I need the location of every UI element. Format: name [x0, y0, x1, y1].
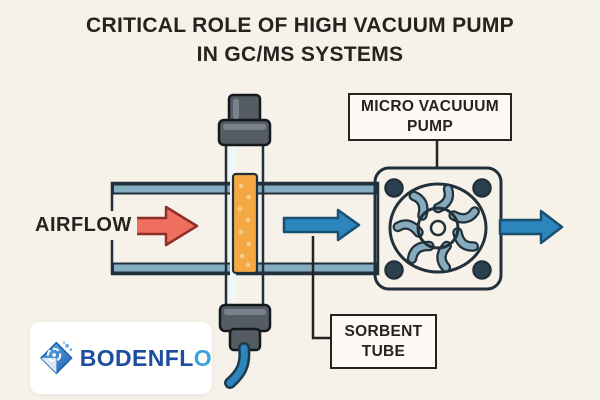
top-collar [217, 118, 272, 147]
blue-arrow-mid-icon [282, 208, 361, 242]
pump-callout-line-1: MICRO VACUUUM [361, 98, 499, 116]
fan-hub [416, 206, 460, 250]
fan-hub-center [429, 219, 447, 237]
sorbent-tube-callout: SORBENT TUBE [330, 314, 437, 369]
blue-arrow-exit-icon [498, 209, 564, 245]
logo-text-accent: O [193, 344, 212, 371]
sorbent-granule-dots [237, 183, 252, 268]
sorbent-callout-connector [311, 236, 330, 340]
sorbent-tube [217, 93, 272, 389]
page-title: CRITICAL ROLE OF HIGH VACUUM PUMP IN GC/… [0, 12, 600, 70]
diamond-fan-logo-icon [40, 341, 73, 375]
title-line-2: IN GC/MS SYSTEMS [196, 42, 404, 66]
cap-highlights [223, 99, 266, 315]
sorbent-material [231, 172, 259, 275]
airflow-label: AIRFLOW [30, 211, 137, 240]
logo-text-main: BODENFL [79, 344, 194, 371]
bodenflo-logo: BODENFLO [30, 322, 212, 394]
sorbent-callout-line-1: SORBENT [344, 322, 423, 340]
logo-wordmark: BODENFLO [80, 345, 212, 372]
micro-vacuum-pump [373, 166, 503, 291]
outlet-hose [226, 344, 248, 387]
title-line-1: CRITICAL ROLE OF HIGH VACUUM PUMP [86, 14, 514, 37]
sorbent-callout-line-2: TUBE [361, 342, 406, 360]
fan-housing [388, 182, 488, 274]
pump-corner-screws [384, 178, 492, 280]
bottom-collar [218, 303, 272, 333]
micro-vacuum-pump-callout: MICRO VACUUUM PUMP [348, 93, 512, 141]
fan-blade-outlines [398, 189, 476, 268]
pump-callout-line-2: PUMP [407, 118, 453, 135]
